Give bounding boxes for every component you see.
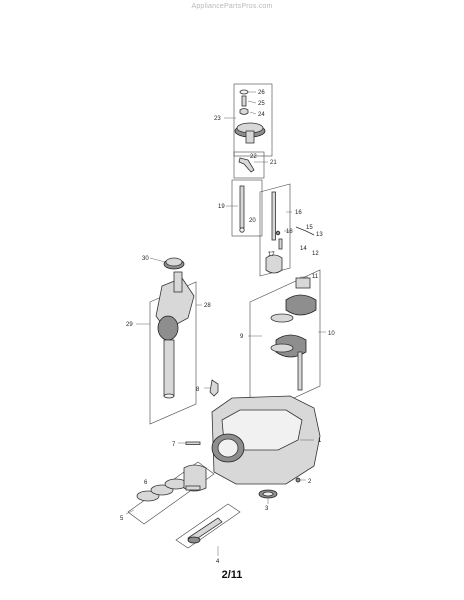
camshaft-assembly bbox=[248, 269, 326, 419]
callout-20: 20 bbox=[249, 218, 256, 224]
governor-gear-assembly bbox=[224, 83, 273, 157]
callout-14: 14 bbox=[300, 246, 307, 252]
callout-12: 12 bbox=[312, 251, 319, 257]
callout-4: 4 bbox=[216, 559, 220, 565]
callout-24: 24 bbox=[258, 112, 265, 118]
callout-3: 3 bbox=[265, 506, 269, 512]
callout-29: 29 bbox=[126, 322, 133, 328]
valve-train-assembly bbox=[259, 183, 315, 277]
callout-9: 9 bbox=[240, 334, 244, 340]
callout-28: 28 bbox=[204, 303, 211, 309]
callout-15: 15 bbox=[306, 225, 313, 231]
push-rod-assembly bbox=[226, 179, 263, 237]
bracket-part bbox=[204, 379, 219, 397]
callout-8: 8 bbox=[196, 387, 200, 393]
callout-18: 18 bbox=[286, 229, 293, 235]
callout-22: 22 bbox=[250, 154, 257, 160]
crankcase-block bbox=[211, 395, 321, 504]
callout-17: 17 bbox=[268, 252, 275, 258]
page-number: 2/11 bbox=[221, 569, 243, 581]
watermark-text: AppliancePartsPros.com bbox=[191, 3, 273, 10]
callout-23: 23 bbox=[214, 116, 221, 122]
callout-25: 25 bbox=[258, 101, 265, 107]
callout-6: 6 bbox=[144, 480, 148, 486]
callout-labels: 1 2 3 4 5 6 7 8 9 10 11 12 13 14 15 16 1… bbox=[120, 90, 335, 565]
callout-21: 21 bbox=[270, 160, 277, 166]
callout-10: 10 bbox=[328, 331, 335, 337]
callout-11: 11 bbox=[312, 274, 319, 280]
callout-1: 1 bbox=[318, 438, 322, 444]
crankshaft-assembly bbox=[136, 257, 202, 425]
piston-assembly bbox=[125, 441, 241, 556]
callout-16: 16 bbox=[295, 210, 302, 216]
callout-5: 5 bbox=[120, 516, 124, 522]
callout-7: 7 bbox=[172, 442, 176, 448]
callout-19: 19 bbox=[218, 204, 225, 210]
callout-2: 2 bbox=[308, 479, 312, 485]
callout-13: 13 bbox=[316, 232, 323, 238]
governor-arm-assembly bbox=[233, 151, 268, 179]
callout-30: 30 bbox=[142, 256, 149, 262]
callout-26: 26 bbox=[258, 90, 265, 96]
